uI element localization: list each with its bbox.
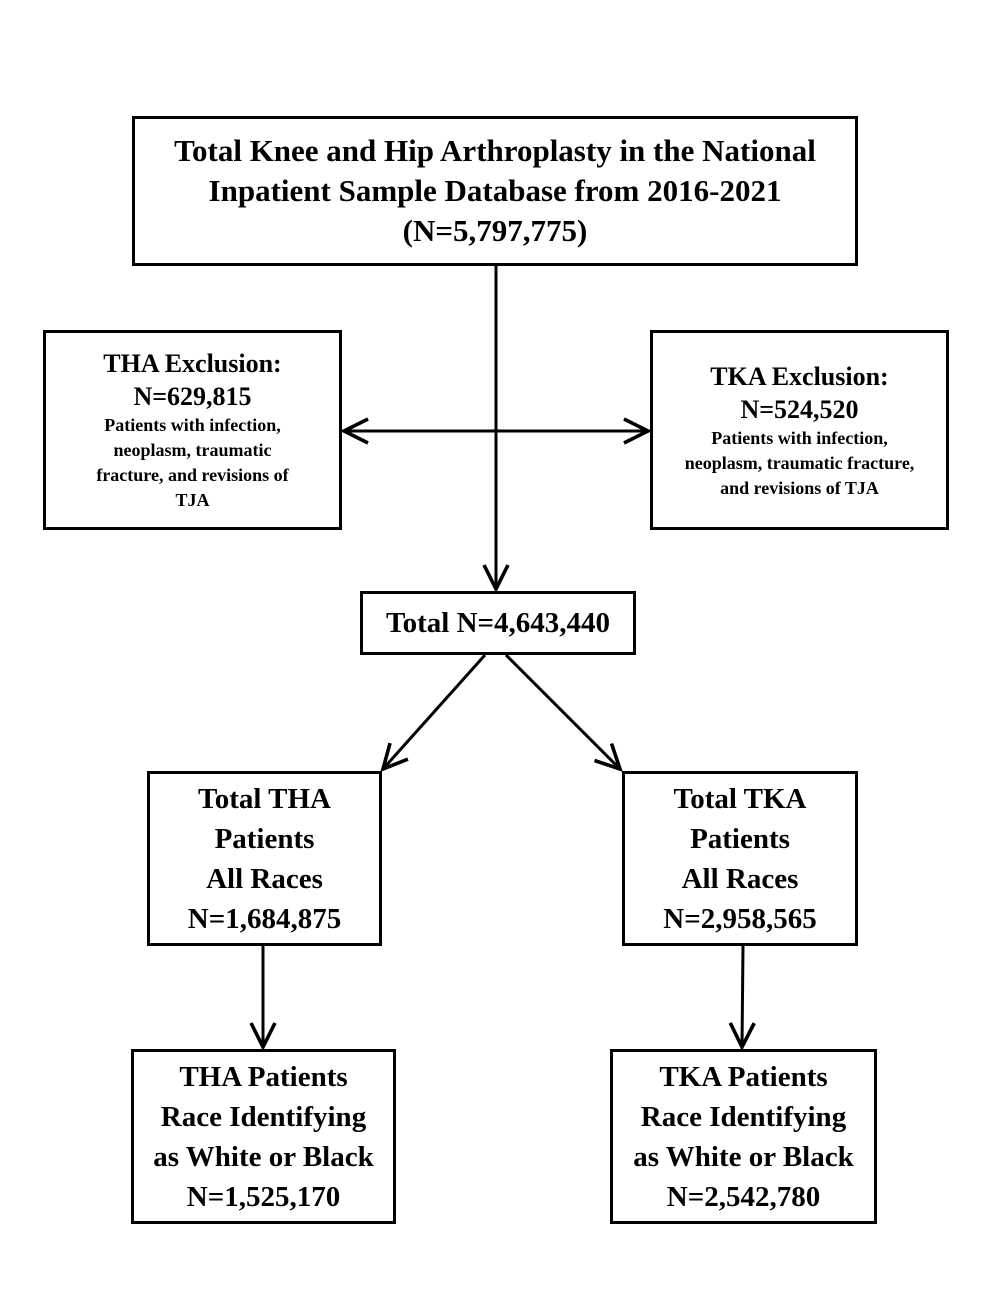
tka-race-box: TKA Patients Race Identifying as White o…	[610, 1049, 877, 1224]
tka-exclusion-box: TKA Exclusion: N=524,520 Patients with i…	[650, 330, 949, 530]
tka-race-line-1: TKA Patients	[659, 1060, 828, 1093]
tha-exclusion-title: THA Exclusion:	[103, 349, 282, 378]
tha-race-line-3: as White or Black	[153, 1140, 374, 1173]
tha-race-box: THA Patients Race Identifying as White o…	[131, 1049, 396, 1224]
tka-exclusion-detail-1: Patients with infection,	[711, 427, 888, 448]
tha-exclusion-box: THA Exclusion: N=629,815 Patients with i…	[43, 330, 342, 530]
tha-exclusion-count: N=629,815	[133, 382, 252, 411]
tka-all-line-1: Total TKA	[673, 782, 807, 815]
top-box-line-2: Inpatient Sample Database from 2016-2021	[208, 173, 782, 208]
tha-race-line-2: Race Identifying	[160, 1100, 367, 1133]
tha-all-line-2: Patients	[214, 822, 315, 855]
tka-race-line-2: Race Identifying	[640, 1100, 847, 1133]
tka-race-line-4: N=2,542,780	[666, 1180, 821, 1213]
tha-exclusion-detail-1: Patients with infection,	[104, 415, 281, 435]
top-box-line-3: (N=5,797,775)	[402, 213, 588, 248]
tha-all-line-3: All Races	[206, 862, 323, 895]
total-arthroplasty-box: Total Knee and Hip Arthroplasty in the N…	[132, 116, 858, 266]
tka-exclusion-detail-3: and revisions of TJA	[720, 477, 879, 498]
tka-exclusion-count: N=524,520	[740, 394, 859, 424]
tka-exclusion-detail-2: neoplasm, traumatic fracture,	[684, 452, 915, 473]
total-remaining-label: Total N=4,643,440	[385, 607, 611, 639]
total-tka-box: Total TKA Patients All Races N=2,958,565	[622, 771, 858, 946]
tha-exclusion-detail-4: TJA	[175, 490, 210, 510]
tka-exclusion-title: TKA Exclusion:	[710, 361, 889, 391]
tha-all-line-4: N=1,684,875	[187, 902, 342, 935]
tka-all-line-2: Patients	[690, 822, 790, 855]
tka-all-line-4: N=2,958,565	[663, 902, 817, 935]
tha-race-line-4: N=1,525,170	[186, 1180, 341, 1213]
tka-all-line-3: All Races	[681, 862, 799, 895]
top-box-line-1: Total Knee and Hip Arthroplasty in the N…	[174, 133, 816, 168]
tha-all-line-1: Total THA	[198, 782, 331, 815]
arrow-total-to-tka	[504, 653, 620, 769]
tha-race-line-1: THA Patients	[179, 1060, 348, 1093]
arrow-tka-to-race	[742, 945, 743, 1047]
total-remaining-box: Total N=4,643,440	[360, 591, 636, 655]
total-tha-box: Total THA Patients All Races N=1,684,875	[147, 771, 382, 946]
tha-exclusion-detail-3: fracture, and revisions of	[96, 465, 289, 485]
arrow-total-to-tha	[383, 653, 487, 769]
tka-race-line-3: as White or Black	[633, 1140, 854, 1173]
tha-exclusion-detail-2: neoplasm, traumatic	[113, 440, 272, 460]
